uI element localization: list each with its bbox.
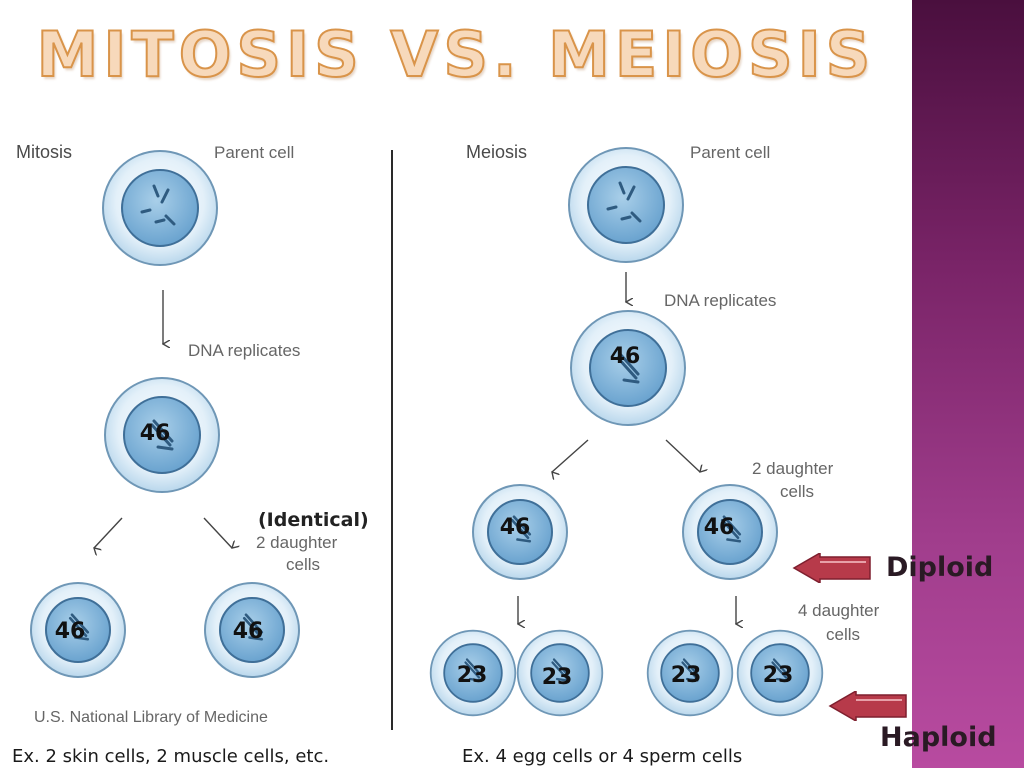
mitosis-daughters-label-line1: 2 daughter <box>256 533 338 552</box>
source-credit: U.S. National Library of Medicine <box>34 709 268 726</box>
diploid-arrow-icon <box>793 553 871 583</box>
mitosis-replicated-count: 46 <box>140 421 171 446</box>
meiosis-haploid-count: 23 <box>763 663 794 688</box>
mitosis-daughter-count: 46 <box>55 619 86 644</box>
haploid-label: Haploid <box>880 722 997 753</box>
meiosis-daughter-count: 46 <box>704 515 735 540</box>
mitosis-identical-label: (Identical) <box>258 509 369 531</box>
decorative-side-band <box>912 0 1024 768</box>
mitosis-arrow-right <box>203 517 232 548</box>
meiosis-haploid-count: 23 <box>457 663 488 688</box>
meiosis-granddaughters-label-line2: cells <box>826 625 860 644</box>
meiosis-daughters-label-line1: 2 daughter <box>752 459 834 478</box>
mitosis-dna-label: DNA replicates <box>188 341 300 360</box>
meiosis-daughter-count: 46 <box>500 515 531 540</box>
meiosis-haploid-count: 23 <box>671 663 702 688</box>
meiosis-replicated-count: 46 <box>610 344 641 369</box>
mitosis-daughters-label-line2: cells <box>286 555 320 574</box>
mitosis-heading: Mitosis <box>16 142 72 162</box>
meiosis-heading: Meiosis <box>466 142 527 162</box>
meiosis-arrow-left <box>552 439 589 472</box>
mitosis-parent-label: Parent cell <box>214 143 294 162</box>
meiosis-haploid-count: 23 <box>542 665 573 690</box>
meiosis-parent-cell <box>568 147 684 263</box>
meiosis-dna-label: DNA replicates <box>664 291 776 310</box>
meiosis-parent-label: Parent cell <box>690 143 770 162</box>
diploid-label: Diploid <box>886 552 993 583</box>
meiosis-granddaughters-label-line1: 4 daughter <box>798 601 880 620</box>
mitosis-daughter-count: 46 <box>233 619 264 644</box>
mitosis-arrow-left <box>94 517 123 548</box>
meiosis-example-caption: Ex. 4 egg cells or 4 sperm cells <box>462 746 742 767</box>
meiosis-arrow-right <box>665 439 700 472</box>
mitosis-example-caption: Ex. 2 skin cells, 2 muscle cells, etc. <box>12 746 329 767</box>
meiosis-daughters-label-line2: cells <box>780 482 814 501</box>
slide-title: MITOSIS VS. MEIOSIS <box>36 17 876 92</box>
mitosis-parent-cell <box>102 150 218 266</box>
haploid-arrow-icon <box>829 691 907 721</box>
